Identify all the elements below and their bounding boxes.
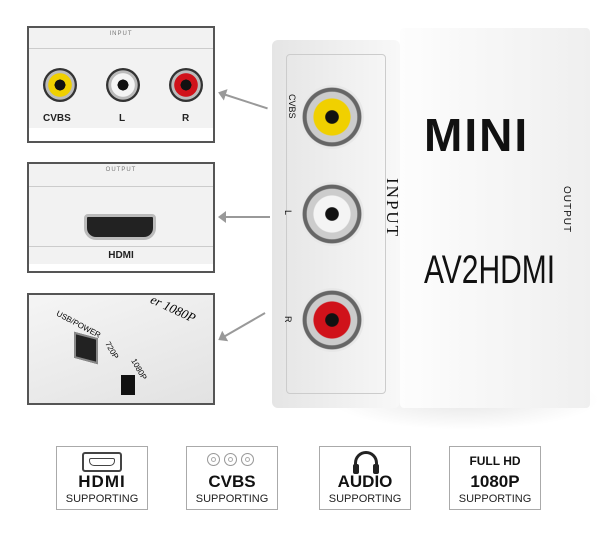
device-cvbs-label: CVBS xyxy=(287,94,297,119)
device-cvbs-jack xyxy=(300,85,364,149)
badge-cvbs: CVBS SUPPORTING xyxy=(186,446,278,510)
inset-power-closeup: er 1080P USB/POWER 720P 1080P xyxy=(27,293,215,405)
edge-text: er 1080P xyxy=(148,293,199,326)
badge-sub: SUPPORTING xyxy=(65,493,139,505)
r-label: R xyxy=(182,113,190,124)
badge-main: CVBS xyxy=(208,472,256,491)
audio-r-jack xyxy=(169,68,203,102)
inset-title: OUTPUT xyxy=(105,167,137,173)
arrow-pointer xyxy=(218,211,270,223)
arrow-pointer xyxy=(219,312,266,340)
device-r-jack xyxy=(300,288,364,352)
hdmi-port-icon xyxy=(82,452,122,472)
inset-output-closeup: OUTPUT HDMI xyxy=(27,162,215,273)
inset-title: INPUT xyxy=(109,31,133,37)
device-output-label: OUTPUT xyxy=(561,186,572,234)
badge-full-hd: FULL HD 1080P SUPPORTING xyxy=(449,446,541,510)
badge-main: AUDIO xyxy=(337,472,393,491)
device-model: AV2HDMI xyxy=(424,248,556,292)
hdmi-port-icon xyxy=(84,214,156,240)
inset-input-closeup: INPUT CVBS L R xyxy=(27,26,215,143)
720p-label: 720P xyxy=(103,340,121,361)
resolution-switch xyxy=(121,375,135,395)
device-l-jack xyxy=(300,182,364,246)
l-label: L xyxy=(119,113,126,124)
device-side-face xyxy=(400,28,590,408)
rca-jacks-icon xyxy=(207,453,254,466)
badge-audio: AUDIO SUPPORTING xyxy=(319,446,411,510)
badge-sub: SUPPORTING xyxy=(195,493,269,505)
cvbs-label: CVBS xyxy=(43,113,71,124)
audio-l-jack xyxy=(106,68,140,102)
device-l-label: L xyxy=(283,210,293,216)
badge-main: 1080P xyxy=(470,472,520,491)
arrow-pointer xyxy=(219,92,268,110)
usb-port-icon xyxy=(74,331,98,365)
badge-top: FULL HD xyxy=(469,454,521,468)
headphones-icon xyxy=(353,451,379,474)
badge-hdmi: HDMI SUPPORTING xyxy=(56,446,148,510)
badge-main: HDMI xyxy=(78,472,126,491)
hdmi-label: HDMI xyxy=(108,250,134,261)
badge-sub: SUPPORTING xyxy=(458,493,532,505)
device-input-label: INPUT xyxy=(383,178,402,239)
device-r-label: R xyxy=(283,316,293,323)
badge-sub: SUPPORTING xyxy=(328,493,402,505)
cvbs-jack xyxy=(43,68,77,102)
device-brand: MINI xyxy=(424,109,530,161)
